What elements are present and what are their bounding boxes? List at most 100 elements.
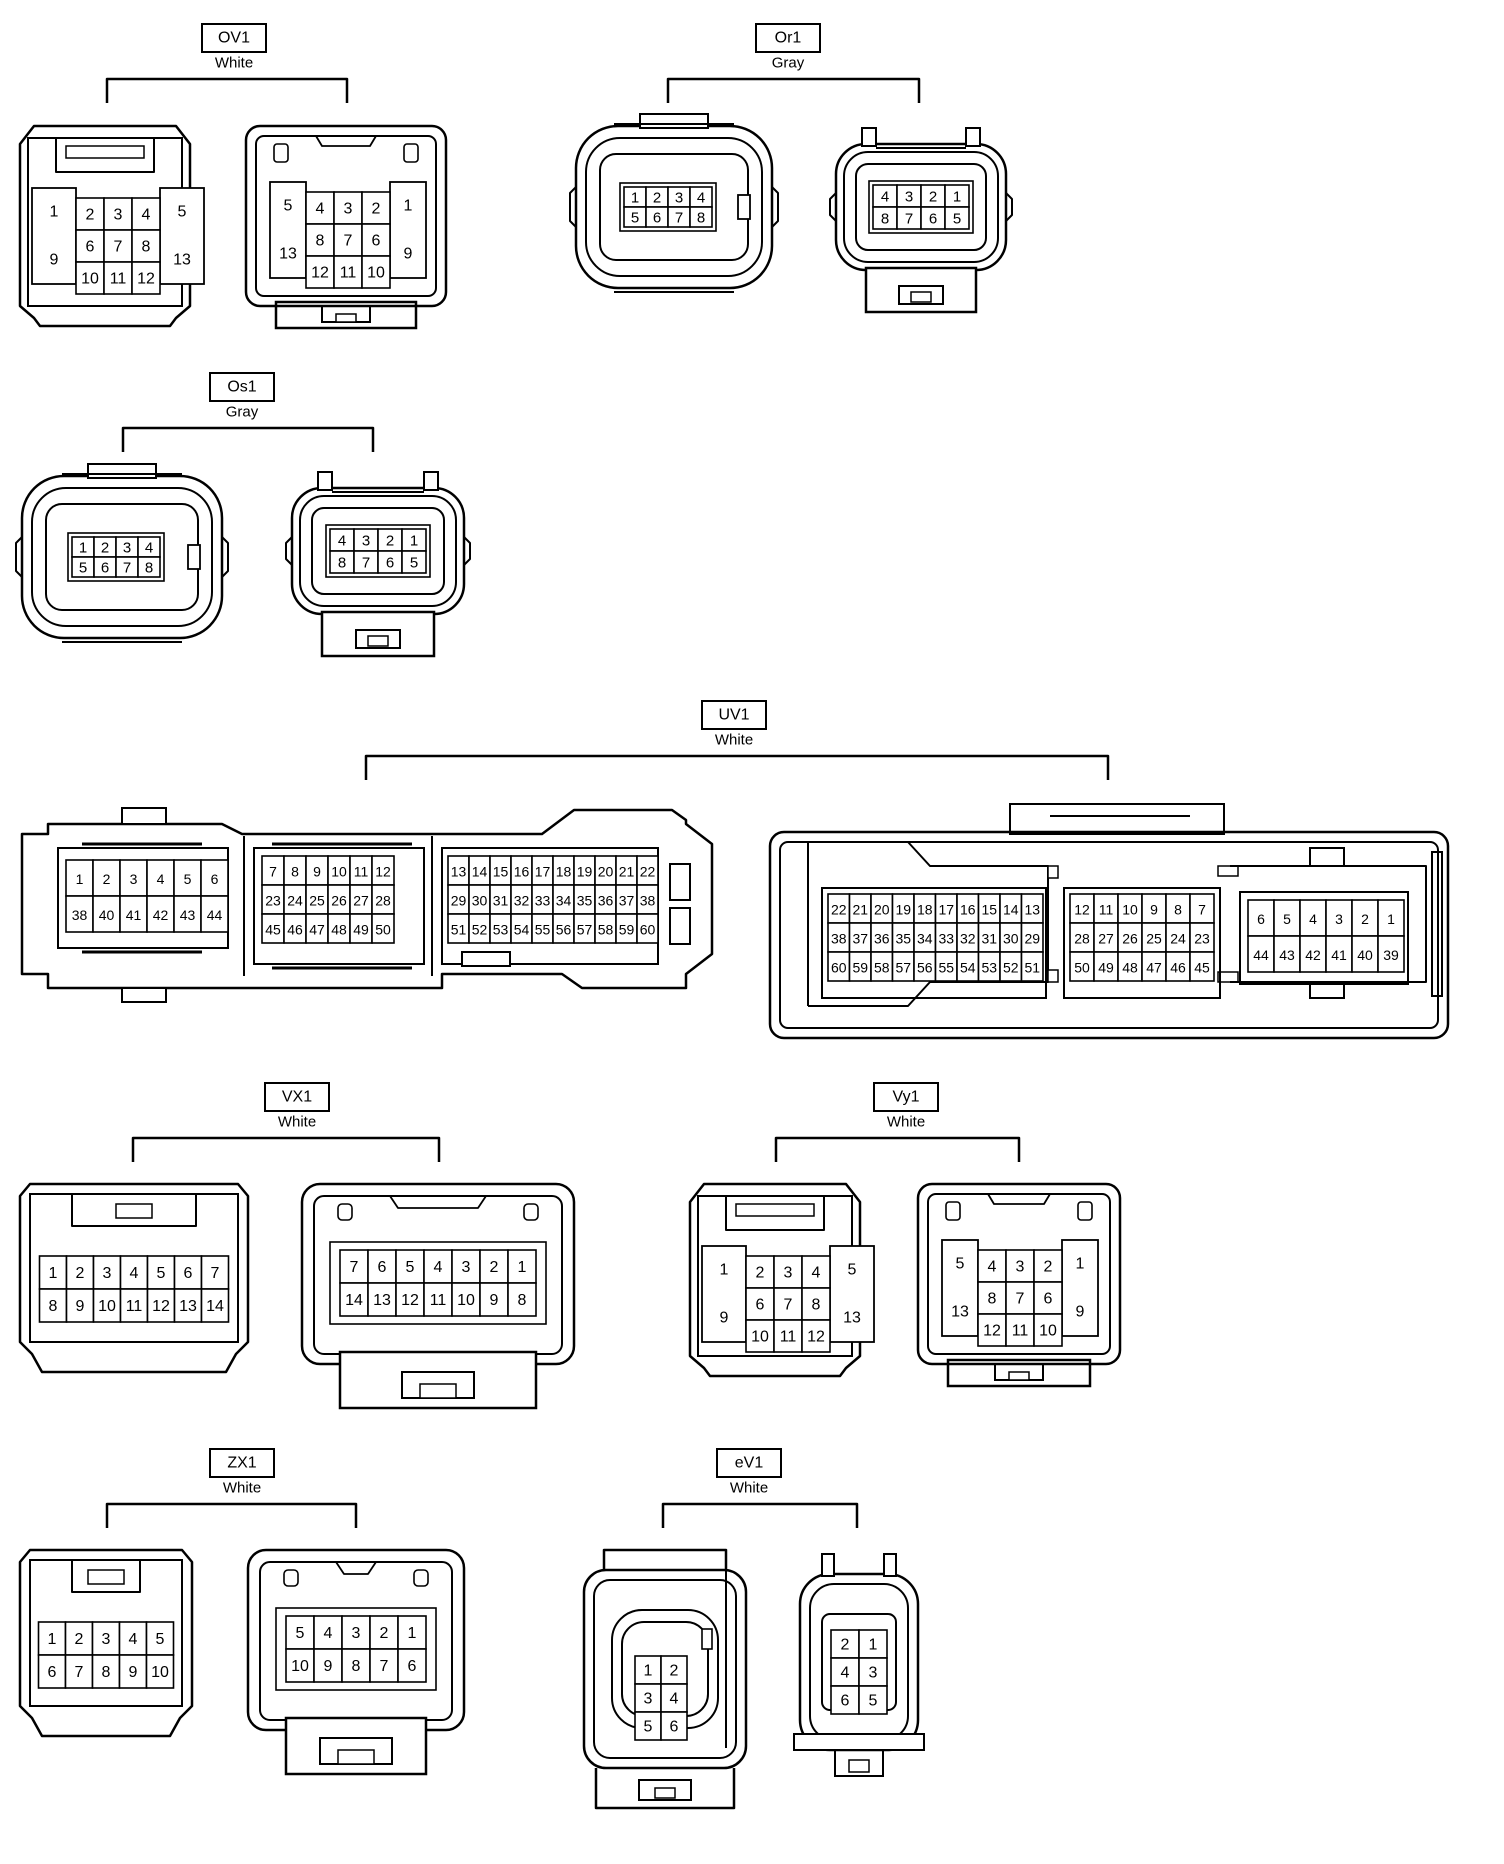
pin-number: 2 [75, 1631, 84, 1648]
pin-number: 27 [1098, 931, 1114, 947]
pin-number: 9 [1150, 902, 1158, 918]
pin-number: 12 [375, 864, 391, 880]
pin-number: 58 [598, 922, 614, 938]
pin-number: 25 [1146, 931, 1162, 947]
pin-number: 5 [184, 871, 192, 887]
pin-number: 54 [514, 922, 530, 938]
pin-number: 2 [101, 540, 109, 557]
pin-cell [1189, 951, 1215, 982]
pin-cell [339, 1282, 369, 1317]
pin-cell [1033, 1249, 1063, 1283]
pin-number: 15 [981, 902, 997, 918]
pin-number: 9 [129, 1664, 138, 1681]
pin-number: 21 [852, 902, 868, 918]
pin-number: 8 [145, 560, 153, 577]
pin-cell [1005, 1313, 1035, 1347]
connector-id: UV1 [718, 707, 749, 724]
pin-number: 49 [353, 922, 369, 938]
connector-color: Gray [226, 404, 259, 421]
pin-number: 50 [375, 922, 391, 938]
pin-number: 2 [86, 207, 95, 224]
connector-id: Vy1 [893, 1089, 920, 1106]
pin-number: 29 [1024, 931, 1040, 947]
pin-number: 52 [1003, 960, 1019, 976]
pin-number: 1 [518, 1259, 527, 1276]
pin-number: 1 [49, 1265, 58, 1282]
pin-cell [65, 1288, 95, 1323]
pin-cell [75, 261, 105, 295]
connector-label-box [209, 372, 275, 402]
pin-number: 6 [211, 871, 219, 887]
pin-cell [1351, 899, 1379, 937]
pin-number: 37 [852, 931, 868, 947]
connector-color: White [223, 1480, 261, 1497]
pin-number: 5 [644, 1719, 653, 1736]
pin-number: 14 [1003, 902, 1019, 918]
pin-number: 12 [807, 1329, 825, 1346]
pin-cell [200, 859, 229, 897]
pin-number: 11 [1099, 902, 1114, 918]
pin-cell [367, 1249, 397, 1284]
pin-number: 13 [179, 1298, 197, 1315]
pin-cell [103, 261, 133, 295]
pin-number: 20 [874, 902, 890, 918]
pin-number: 11 [354, 864, 369, 880]
pin-number: 32 [960, 931, 976, 947]
pin-number: 31 [493, 893, 509, 909]
pin-cell [92, 1255, 122, 1290]
pin-number: 1 [631, 190, 639, 207]
pin-cell [634, 1683, 662, 1713]
pin-cell [146, 1288, 176, 1323]
pin-number: 1 [408, 1625, 417, 1642]
pin-number: 3 [130, 871, 138, 887]
pin-cell [65, 859, 94, 897]
pin-cell [1165, 951, 1191, 982]
pin-cell [1020, 951, 1044, 982]
pin-number: 8 [352, 1658, 361, 1675]
pin-number: 29 [451, 893, 467, 909]
pin-number: 7 [123, 560, 131, 577]
pin-number: 51 [451, 922, 467, 938]
pin-number: 23 [1194, 931, 1210, 947]
pin-number: 45 [265, 922, 281, 938]
pin-cell [369, 1648, 399, 1683]
pin-number: 3 [362, 533, 370, 550]
pin-number: 11 [110, 271, 127, 288]
pin-cell [858, 1629, 888, 1659]
pin-number: 38 [640, 893, 656, 909]
connector-label-box [873, 1082, 939, 1112]
connector-label-box [264, 1082, 330, 1112]
pin-number: 38 [831, 931, 847, 947]
pin-number: 5 [406, 1259, 415, 1276]
pin-number: 5 [157, 1265, 166, 1282]
pin-cell [371, 913, 395, 944]
pin-cell [367, 1282, 397, 1317]
pin-number: 4 [988, 1259, 997, 1276]
connector-id: VX1 [282, 1089, 312, 1106]
pin-cell [285, 1648, 315, 1683]
pin-cell [773, 1255, 803, 1289]
pin-number: 2 [1361, 911, 1369, 927]
pin-cell [1377, 935, 1405, 973]
pin-cell [146, 1255, 176, 1290]
pin-number: 7 [114, 239, 123, 256]
pin-number: 47 [1146, 960, 1162, 976]
pin-number: 5 [79, 560, 87, 577]
pin-cell [401, 550, 427, 574]
pin-number: 54 [960, 960, 976, 976]
pin-number: 2 [841, 1637, 850, 1654]
